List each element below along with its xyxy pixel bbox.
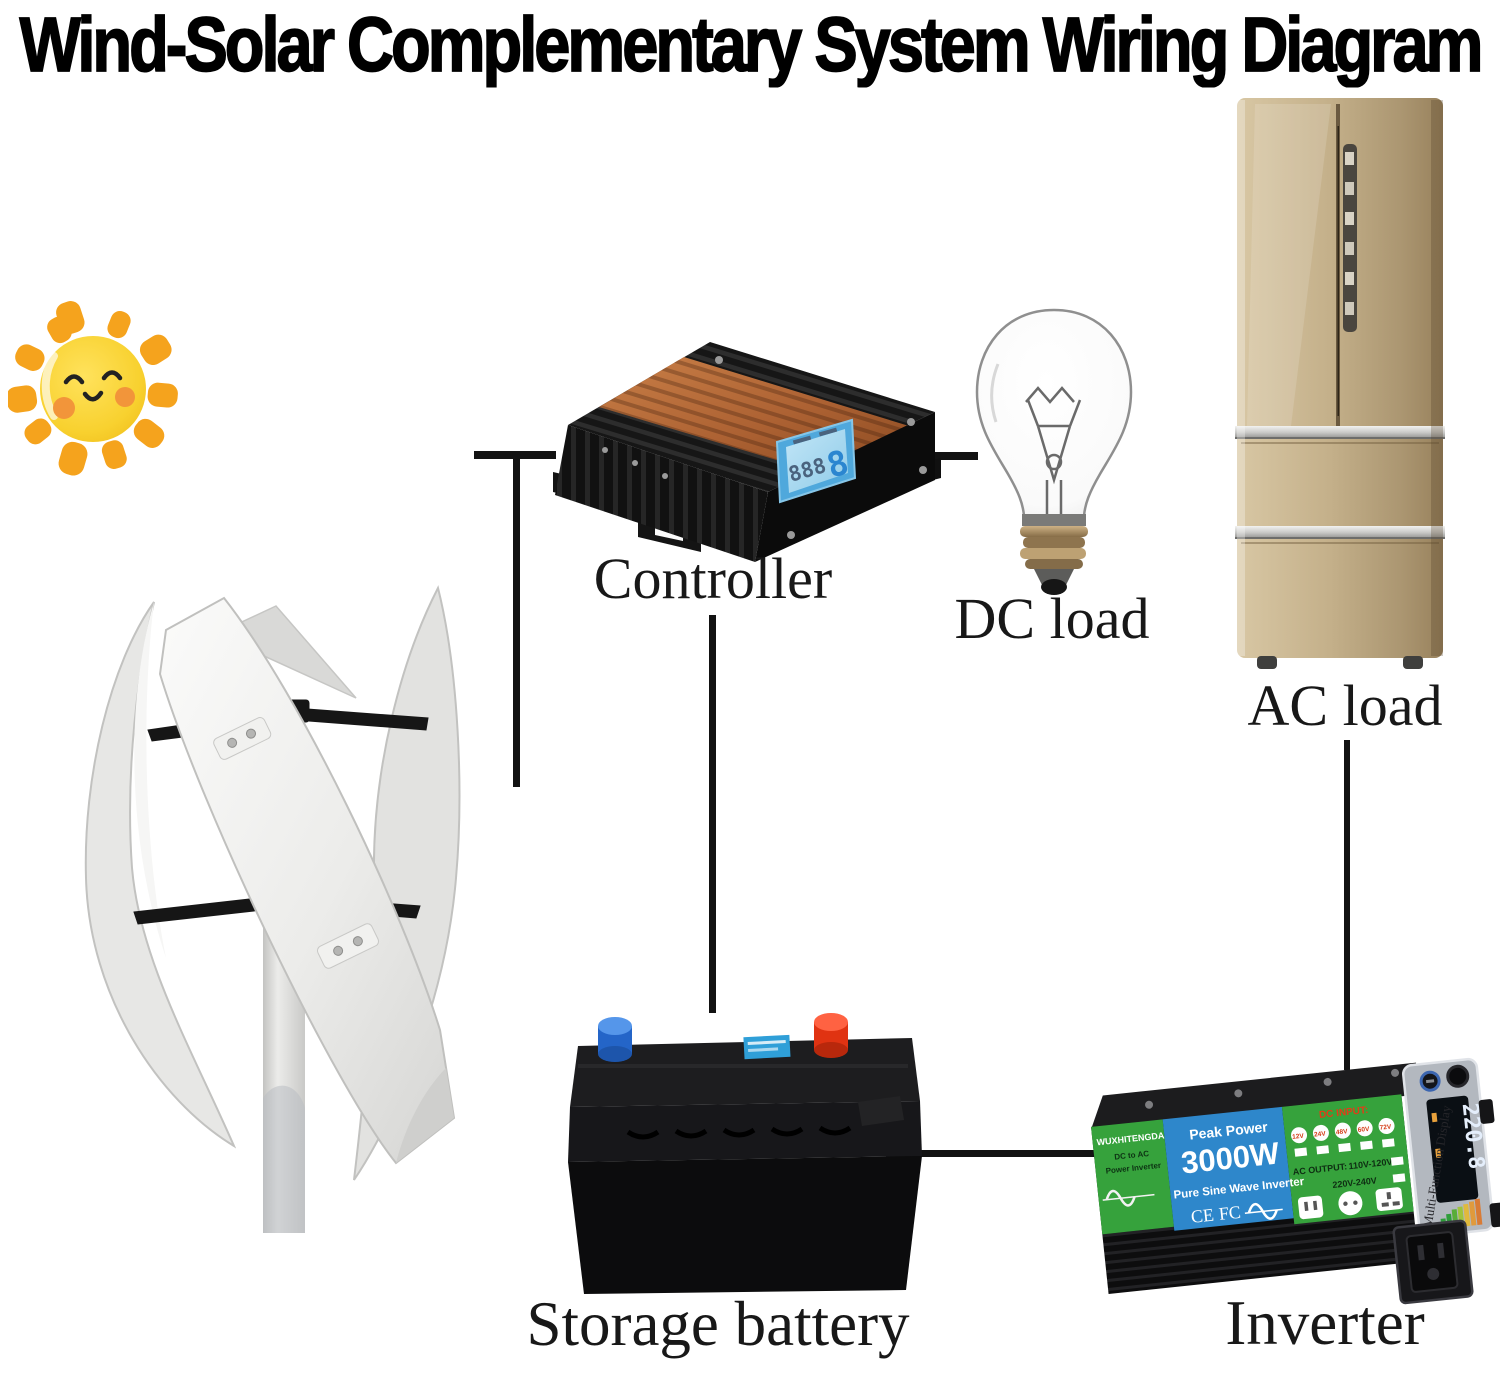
battery-spec-label bbox=[743, 1034, 791, 1060]
inverter-label: Inverter bbox=[1225, 1288, 1425, 1358]
controller-front bbox=[555, 425, 768, 562]
controller-illustration: 888 8 bbox=[553, 342, 941, 562]
inverter-display-panel: 220.8 Multi-Function Display bbox=[1402, 1057, 1495, 1238]
svg-text:220V-240V: 220V-240V bbox=[1332, 1175, 1377, 1190]
us-outlet-icon bbox=[1297, 1195, 1324, 1220]
inverter-blue-panel bbox=[1162, 1106, 1294, 1231]
dc-input-buttons: 12V 24V 48V 60V 72V bbox=[1291, 1118, 1395, 1157]
fridge-handle bbox=[1343, 144, 1357, 332]
svg-text:12V: 12V bbox=[1292, 1133, 1305, 1141]
turbine-bolt-plate bbox=[213, 717, 272, 760]
svg-text:DC to AC: DC to AC bbox=[1114, 1149, 1150, 1162]
dc-input-title: DC INPUT: bbox=[1319, 1105, 1369, 1121]
bulb-filament bbox=[1025, 386, 1082, 516]
wire-controller-to-battery bbox=[709, 615, 716, 1013]
svg-text:48V: 48V bbox=[1336, 1128, 1349, 1136]
bulb-screw-base bbox=[1020, 526, 1088, 569]
turbine-bolt-plate bbox=[316, 923, 380, 969]
svg-text:24V: 24V bbox=[1314, 1130, 1327, 1138]
inverter-brand-panel bbox=[1091, 1119, 1174, 1235]
controller-label: Controller bbox=[593, 546, 833, 611]
fcc-mark: FC bbox=[1218, 1202, 1242, 1224]
wind-turbine-illustration bbox=[84, 585, 461, 1233]
svg-text:110V-120V: 110V-120V bbox=[1348, 1157, 1393, 1172]
svg-text:72V: 72V bbox=[1379, 1123, 1392, 1131]
inverter-outlet bbox=[1392, 1219, 1474, 1305]
storage-battery-label: Storage battery bbox=[526, 1289, 910, 1359]
battery-positive-terminal bbox=[814, 1013, 848, 1058]
battery-body bbox=[568, 1156, 922, 1294]
bulb-glass bbox=[975, 308, 1133, 518]
refrigerator-illustration bbox=[1235, 98, 1445, 669]
controller-display: 888 8 bbox=[775, 418, 857, 504]
dc-load-label: DC load bbox=[954, 586, 1150, 651]
eu-outlet-icon bbox=[1338, 1191, 1363, 1216]
battery-negative-terminal bbox=[598, 1017, 632, 1062]
uk-outlet-icon bbox=[1375, 1187, 1403, 1212]
ac-load-label: AC load bbox=[1247, 673, 1443, 738]
fridge-foot bbox=[1257, 656, 1277, 669]
wire-battery-to-inverter bbox=[886, 1150, 1116, 1157]
light-bulb-illustration bbox=[975, 308, 1133, 595]
inverter-illustration: WUXHITENGDA DC to AC Power Inverter Peak… bbox=[1091, 1057, 1500, 1305]
diagram-title: Wind-Solar Complementary System Wiring D… bbox=[19, 0, 1484, 88]
wire-turbine-to-controller bbox=[513, 451, 520, 787]
turbine-left-blade bbox=[84, 601, 237, 1149]
controller-side bbox=[755, 412, 935, 562]
fridge-foot bbox=[1403, 656, 1423, 669]
svg-text:60V: 60V bbox=[1358, 1126, 1371, 1134]
sun-rays bbox=[8, 301, 178, 476]
sun-icon bbox=[8, 301, 178, 476]
ce-mark: CE bbox=[1190, 1205, 1215, 1227]
battery-illustration bbox=[568, 1013, 922, 1294]
wire-ac-load-to-inverter bbox=[1344, 740, 1350, 1070]
